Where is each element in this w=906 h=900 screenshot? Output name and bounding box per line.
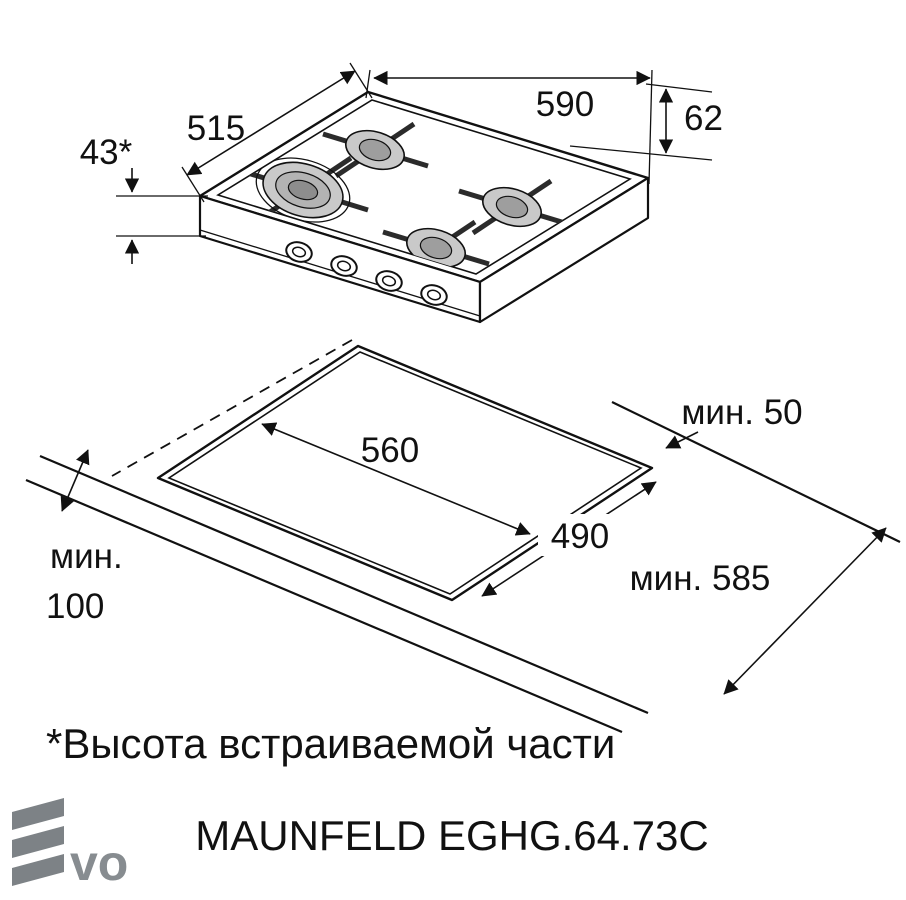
dimension-560-label: 560 — [361, 431, 419, 470]
dimension-line — [60, 449, 90, 512]
min-100-word: мин. — [50, 537, 123, 576]
tick — [645, 83, 713, 93]
worktop-rear-edge — [611, 401, 901, 543]
alignment-dashed-line — [111, 339, 353, 477]
burner-right — [482, 186, 542, 228]
evo-watermark-text: vo — [70, 835, 128, 891]
evo-logo-mark — [12, 826, 64, 858]
burner-center — [495, 195, 529, 219]
footnote-text: *Высота встраиваемой части — [46, 720, 615, 767]
control-knob — [375, 270, 403, 292]
model-name-text: MAUNFELD EGHG.64.73C — [195, 812, 708, 859]
evo-logo-mark — [12, 798, 64, 830]
dimension-43: 43* — [80, 133, 208, 264]
burner-center — [419, 236, 453, 260]
dimension-min-50: мин. 50 — [665, 393, 803, 449]
dimension-490-label: 490 — [551, 517, 609, 556]
worktop-front-edge-inner — [25, 478, 623, 734]
extension-line — [181, 166, 205, 203]
dimension-62: 62 — [569, 83, 723, 161]
evo-watermark: vo — [12, 798, 128, 891]
dimension-590-label: 590 — [536, 85, 594, 124]
extension-line — [648, 69, 653, 185]
knob-inner — [336, 260, 352, 272]
label-backing — [538, 514, 622, 556]
cutout-outline-outer — [156, 344, 654, 602]
knob-inner — [426, 289, 442, 301]
burner-center — [358, 138, 392, 162]
dimension-min-585: мин. 585 — [630, 527, 887, 695]
control-knob — [330, 255, 358, 277]
dimension-line — [186, 70, 356, 176]
extension-line — [365, 69, 371, 99]
min-50-label: мин. 50 — [681, 393, 802, 432]
extension-line — [349, 62, 373, 99]
dimension-line — [723, 527, 887, 695]
min-100-value: 100 — [46, 587, 104, 626]
dimension-515-label: 515 — [187, 109, 245, 148]
min-585-label: мин. 585 — [630, 559, 771, 598]
evo-logo-mark — [12, 854, 64, 886]
hob-drawing — [198, 90, 650, 324]
hob-side-panel — [478, 176, 650, 324]
knob-inner — [291, 246, 307, 258]
dimension-min-100: мин. 100 — [46, 449, 123, 626]
burner-center — [287, 179, 319, 201]
knob-inner — [381, 275, 397, 287]
control-knobs — [285, 241, 448, 306]
tick — [569, 145, 713, 161]
worktop-front-edge-outer — [39, 454, 649, 715]
dimension-490: 490 — [481, 481, 657, 597]
control-knob — [285, 241, 313, 263]
cutout-outline-inner — [167, 351, 643, 595]
dimension-62-label: 62 — [684, 99, 723, 138]
control-knob — [420, 284, 448, 306]
dimension-590: 590 — [365, 69, 653, 185]
arrow-line — [665, 431, 699, 449]
dimension-43-label: 43* — [80, 133, 133, 172]
dimension-515: 515 — [181, 62, 373, 203]
